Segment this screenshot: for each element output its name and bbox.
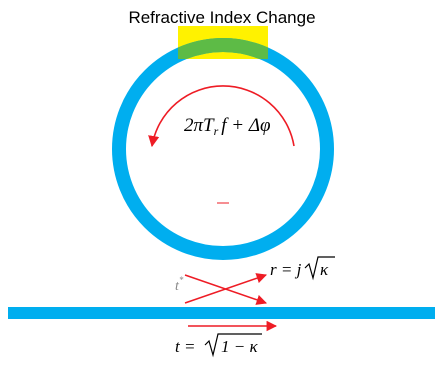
ring-overlap-segment (178, 38, 268, 59)
transmission-coefficient-label: t = 1 − κ (175, 333, 262, 358)
svg-text:κ: κ (320, 260, 329, 279)
ring-resonator (112, 38, 334, 260)
circulation-arrow (148, 85, 295, 148)
svg-text:t =: t = (175, 337, 195, 356)
t-conjugate-label: t* (175, 275, 184, 294)
cross-coupling-arrow-up (184, 273, 267, 304)
svg-text:1 − κ: 1 − κ (221, 337, 258, 356)
diagram-title: Refractive Index Change (128, 8, 315, 27)
coupling-coefficient-label: r = j κ (270, 256, 335, 281)
bus-waveguide (8, 307, 435, 319)
svg-text:r = j: r = j (270, 260, 302, 279)
